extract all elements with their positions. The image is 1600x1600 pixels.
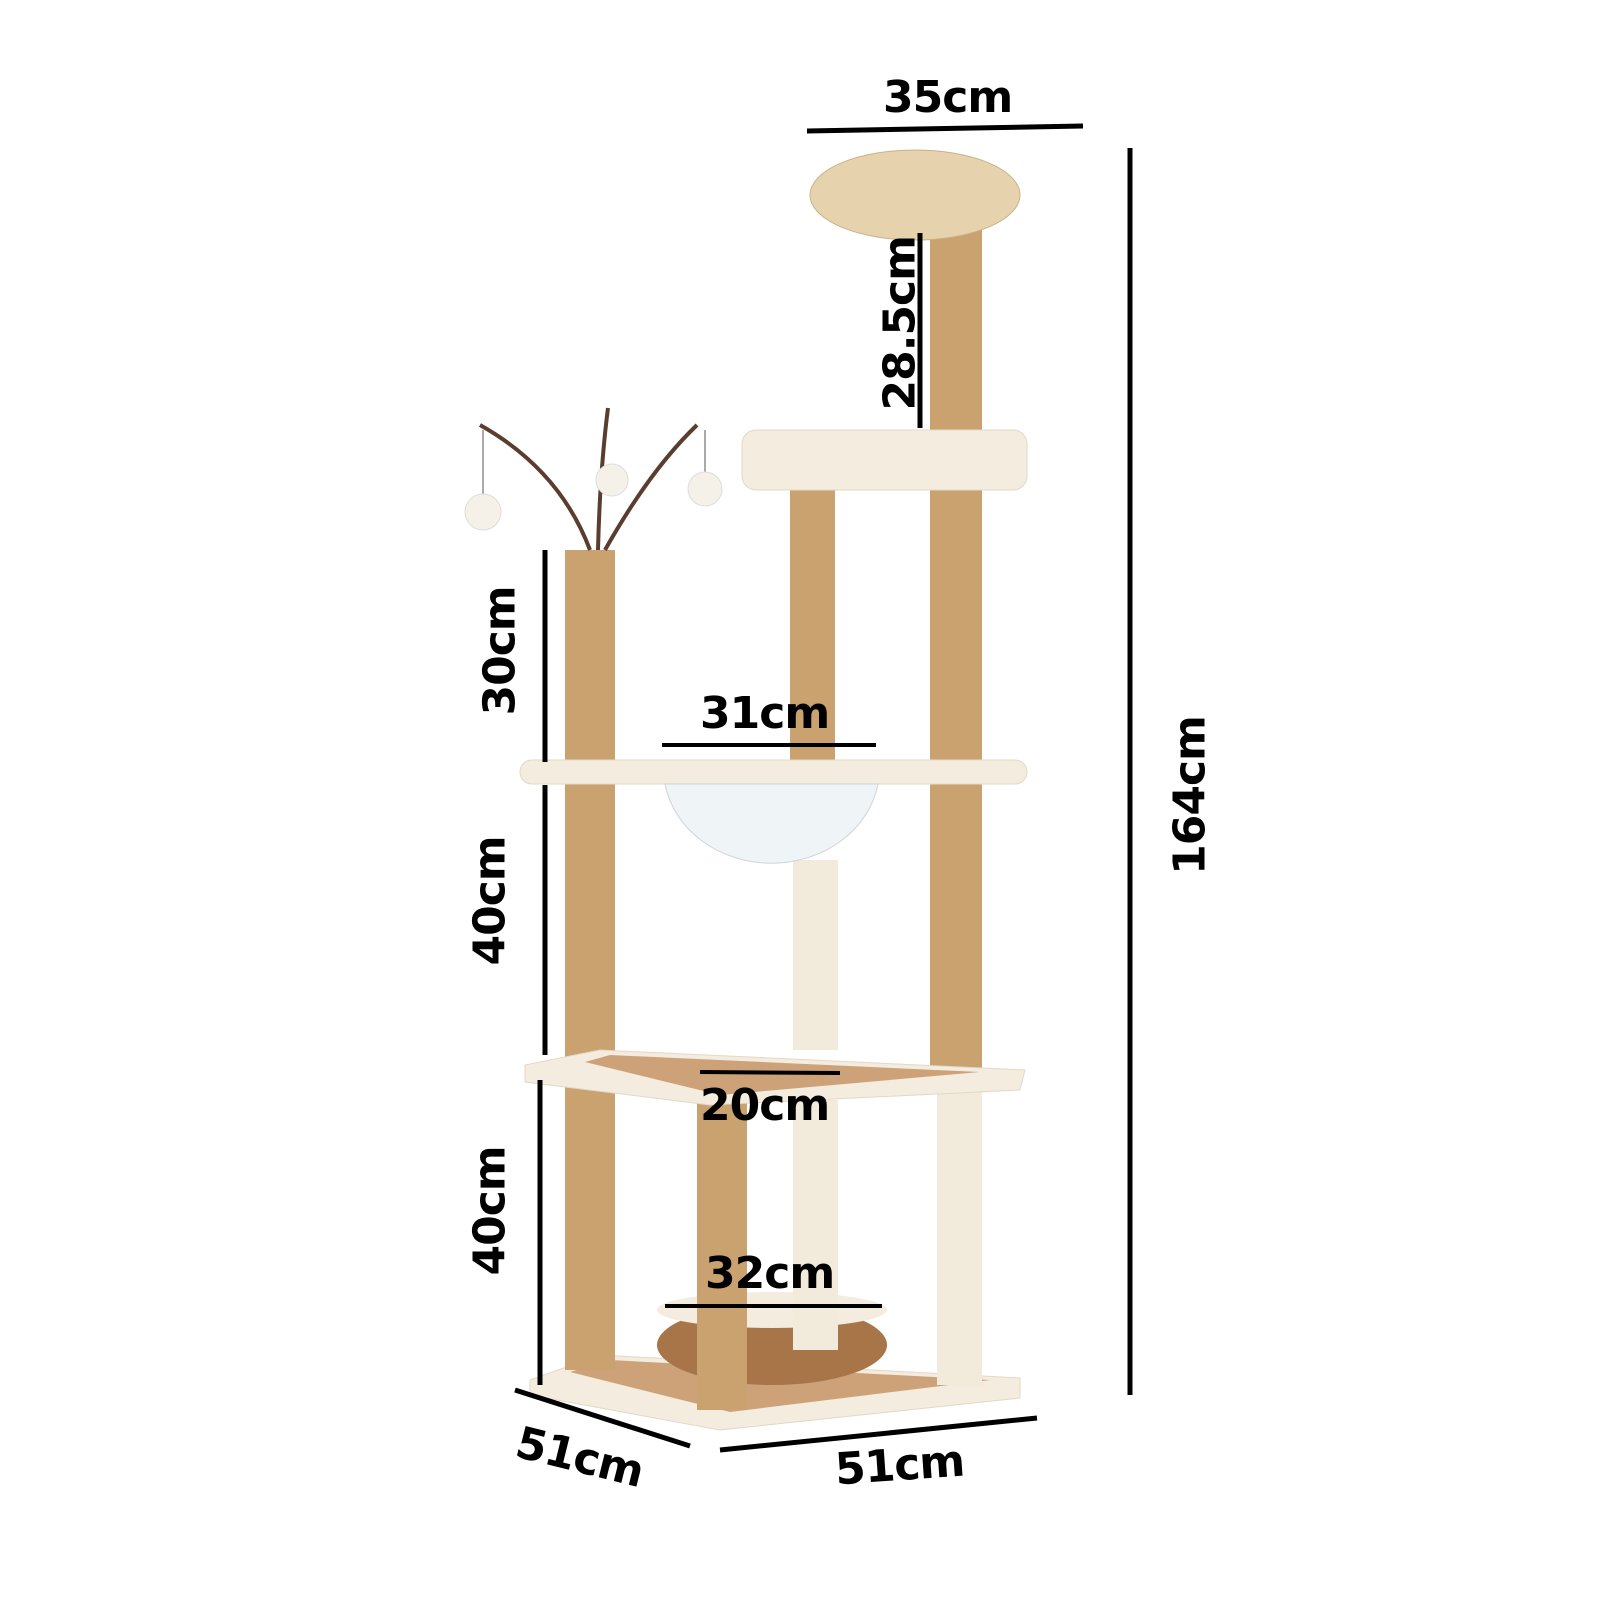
middle-sisal-post xyxy=(790,488,835,768)
dim-line-base-width xyxy=(719,1415,1038,1453)
right-sisal-post xyxy=(930,230,982,1080)
base-mat xyxy=(570,1360,990,1412)
acrylic-bubble-bed xyxy=(664,783,879,864)
toy-wand-right xyxy=(603,423,699,551)
woven-top-bed xyxy=(809,149,1021,241)
label-base-width: 51cm xyxy=(833,1435,966,1496)
right-lower-plush-post xyxy=(937,1090,982,1385)
upper-platform xyxy=(519,759,1028,785)
pom-pom-ball xyxy=(595,463,629,497)
pom-pom-ball xyxy=(464,493,502,531)
label-lower-section-height: 40cm xyxy=(464,1146,516,1276)
back-plush-post xyxy=(793,860,838,1050)
back-lower-plush-post xyxy=(793,1100,838,1350)
middle-platform-mat xyxy=(585,1055,980,1095)
label-top-post-height: 28.5cm xyxy=(874,236,926,411)
dim-line-top-bed xyxy=(806,123,1084,134)
left-sisal-post xyxy=(565,550,615,1370)
label-platform-gap: 20cm xyxy=(700,1080,830,1131)
label-basket-width: 32cm xyxy=(705,1248,835,1299)
toy-wand-left xyxy=(479,423,592,551)
label-top-bed-width: 35cm xyxy=(883,72,1013,123)
perch-platform xyxy=(741,429,1028,491)
dim-line-base-depth xyxy=(514,1387,691,1449)
label-bubble-width: 31cm xyxy=(700,688,830,739)
pom-pom-ball xyxy=(687,471,723,507)
label-middle-section-height: 40cm xyxy=(464,836,516,966)
front-sisal-post xyxy=(697,1080,747,1410)
dim-line-platform-gap xyxy=(699,1070,841,1075)
label-left-post-top: 30cm xyxy=(474,586,526,716)
label-total-height: 164cm xyxy=(1164,716,1216,875)
